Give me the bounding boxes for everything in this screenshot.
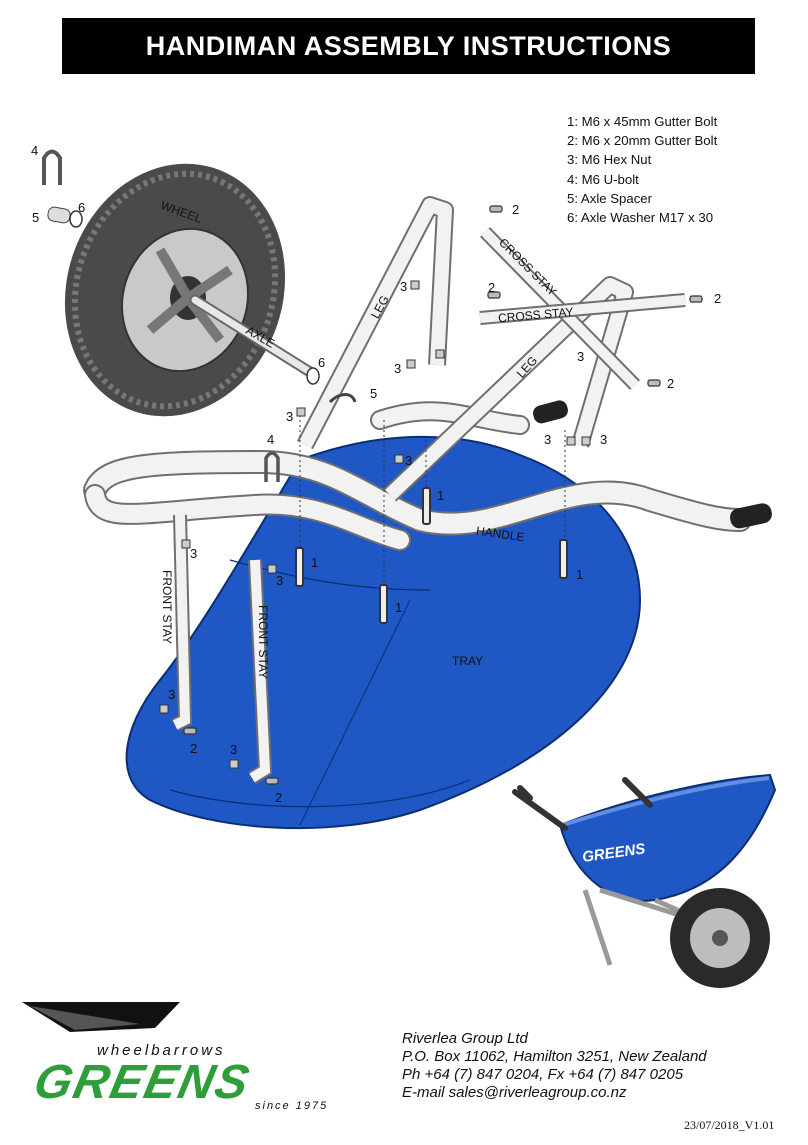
callout-5: 5 [32, 210, 40, 225]
callout-2: 2 [275, 790, 283, 805]
callout-3: 3 [405, 453, 413, 468]
spacer-leg [328, 393, 357, 404]
callout-3: 3 [394, 361, 402, 376]
callout-1: 1 [395, 600, 403, 615]
leg-right-inner [385, 278, 632, 501]
contact-phone: Ph +64 (7) 847 0204, Fx +64 (7) 847 0205 [402, 1066, 684, 1083]
front-stay-a-inner [172, 514, 191, 730]
callout-6: 6 [318, 355, 326, 370]
callout-2: 2 [512, 202, 520, 217]
brand-since: since 1975 [255, 1100, 329, 1112]
callout-2: 2 [714, 291, 722, 306]
hex-nuts [159, 280, 591, 769]
callout-1: 1 [311, 555, 319, 570]
callout-2: 2 [488, 280, 496, 295]
callout-3: 3 [286, 409, 294, 424]
u-bolt-top [42, 149, 62, 185]
callout-3: 3 [577, 349, 585, 364]
contact-block: Riverlea Group Ltd P.O. Box 11062, Hamil… [402, 1030, 707, 1102]
part-item: 6: Axle Washer M17 x 30 [567, 210, 714, 226]
handle-lower-inner [86, 486, 409, 549]
callout-2: 2 [190, 741, 198, 756]
part-item: 1: M6 x 45mm Gutter Bolt [567, 114, 718, 129]
callout-3: 3 [600, 432, 608, 447]
product-photo: GREENS [512, 773, 777, 988]
callout-6: 6 [78, 200, 86, 215]
grip-left [533, 400, 568, 424]
handle-right-upper-inner [372, 403, 528, 433]
wheel-graphic [64, 163, 286, 417]
parts-list: 1: M6 x 45mm Gutter Bolt 2: M6 x 20mm Gu… [567, 112, 717, 227]
callout-3: 3 [400, 279, 408, 294]
page-title: HANDIMAN ASSEMBLY INSTRUCTIONS [62, 18, 755, 74]
part-item: 4: M6 U-bolt [567, 171, 639, 187]
callout-2: 2 [667, 376, 675, 391]
handle-shape-inner [85, 451, 750, 534]
callout-1: 1 [576, 567, 584, 582]
label-tray: TRAY [452, 654, 484, 668]
brand-tagline: wheelbarrows [97, 1042, 226, 1059]
contact-email: E-mail sales@riverleagroup.co.nz [402, 1084, 627, 1101]
tray-rim [169, 779, 471, 808]
callout-3: 3 [544, 432, 552, 447]
brand-name: GREENS [29, 1056, 256, 1109]
axle-washer [306, 367, 320, 385]
contact-company: Riverlea Group Ltd [402, 1030, 528, 1047]
cross-stay-b-inner [479, 295, 686, 323]
u-bolt-handle [264, 451, 280, 482]
callout-5: 5 [370, 386, 378, 401]
callout-3: 3 [168, 687, 176, 702]
callout-3: 3 [230, 742, 238, 757]
part-item: 3: M6 Hex Nut [567, 152, 652, 168]
brand-logo [22, 1002, 180, 1032]
leg-left-inner [298, 198, 452, 449]
part-item: 2: M6 x 20mm Gutter Bolt [567, 133, 718, 149]
part-item: 5: Axle Spacer [567, 190, 653, 206]
tray-line [299, 599, 411, 826]
callout-1: 1 [437, 488, 445, 503]
callout-3: 3 [276, 573, 284, 588]
front-stay-b-inner [249, 559, 271, 783]
spacer-top [47, 206, 71, 224]
callout-4: 4 [267, 432, 275, 447]
grip-right [730, 503, 772, 529]
callout-4: 4 [31, 143, 39, 158]
callout-3: 3 [190, 546, 198, 561]
tray-shape [125, 435, 642, 830]
washer-top [69, 210, 83, 228]
label-front-stay-2: FRONT STAY [256, 605, 270, 680]
contact-address: P.O. Box 11062, Hamilton 3251, New Zeala… [402, 1048, 707, 1065]
bolts-long [295, 487, 568, 624]
label-front-stay-1: FRONT STAY [160, 570, 174, 645]
bolts-short [183, 205, 703, 785]
version-stamp: 23/07/2018_V1.01 [684, 1118, 775, 1132]
